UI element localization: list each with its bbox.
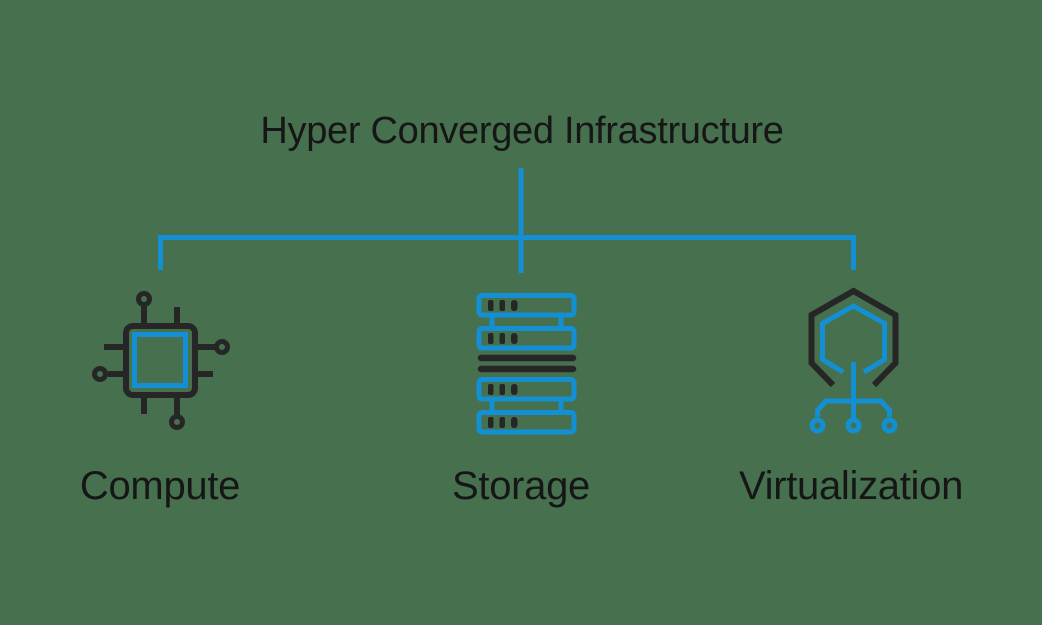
branch-lines [158, 235, 856, 270]
server-stack-icon [476, 293, 577, 435]
server-vent [511, 417, 518, 428]
node-label-compute: Compute [79, 464, 241, 508]
inner-hexagon [820, 303, 887, 375]
server-vent [499, 300, 505, 311]
server-vent [499, 333, 505, 344]
server-vent [511, 384, 518, 395]
network-node [809, 417, 826, 434]
network-branches [815, 398, 892, 417]
server-unit [476, 326, 577, 351]
chip-pin-node [214, 339, 230, 355]
server-vent [488, 384, 494, 395]
server-vent [511, 300, 518, 311]
cpu-chip-icon [92, 291, 230, 430]
chip-pin-node [169, 414, 185, 430]
server-vent [499, 417, 505, 428]
server-unit [476, 410, 577, 435]
server-vent [488, 300, 494, 311]
outer-hexagon [808, 287, 899, 388]
server-vent [511, 333, 518, 344]
network-node [845, 417, 862, 434]
network-node [881, 417, 898, 434]
server-vent [488, 417, 494, 428]
server-vent [499, 384, 505, 395]
chip-pin-node [92, 366, 108, 382]
chip-body [123, 323, 198, 398]
server-vent [488, 333, 494, 344]
node-label-storage: Storage [452, 464, 590, 508]
server-unit [476, 377, 577, 402]
hexagon-network-icon [808, 287, 899, 434]
chip-inner-square [132, 332, 188, 388]
chip-pin-node [136, 291, 152, 307]
server-unit [476, 293, 577, 318]
node-label-virtualization: Virtualization [738, 464, 964, 508]
diagram-title: Hyper Converged Infrastructure [260, 110, 784, 152]
